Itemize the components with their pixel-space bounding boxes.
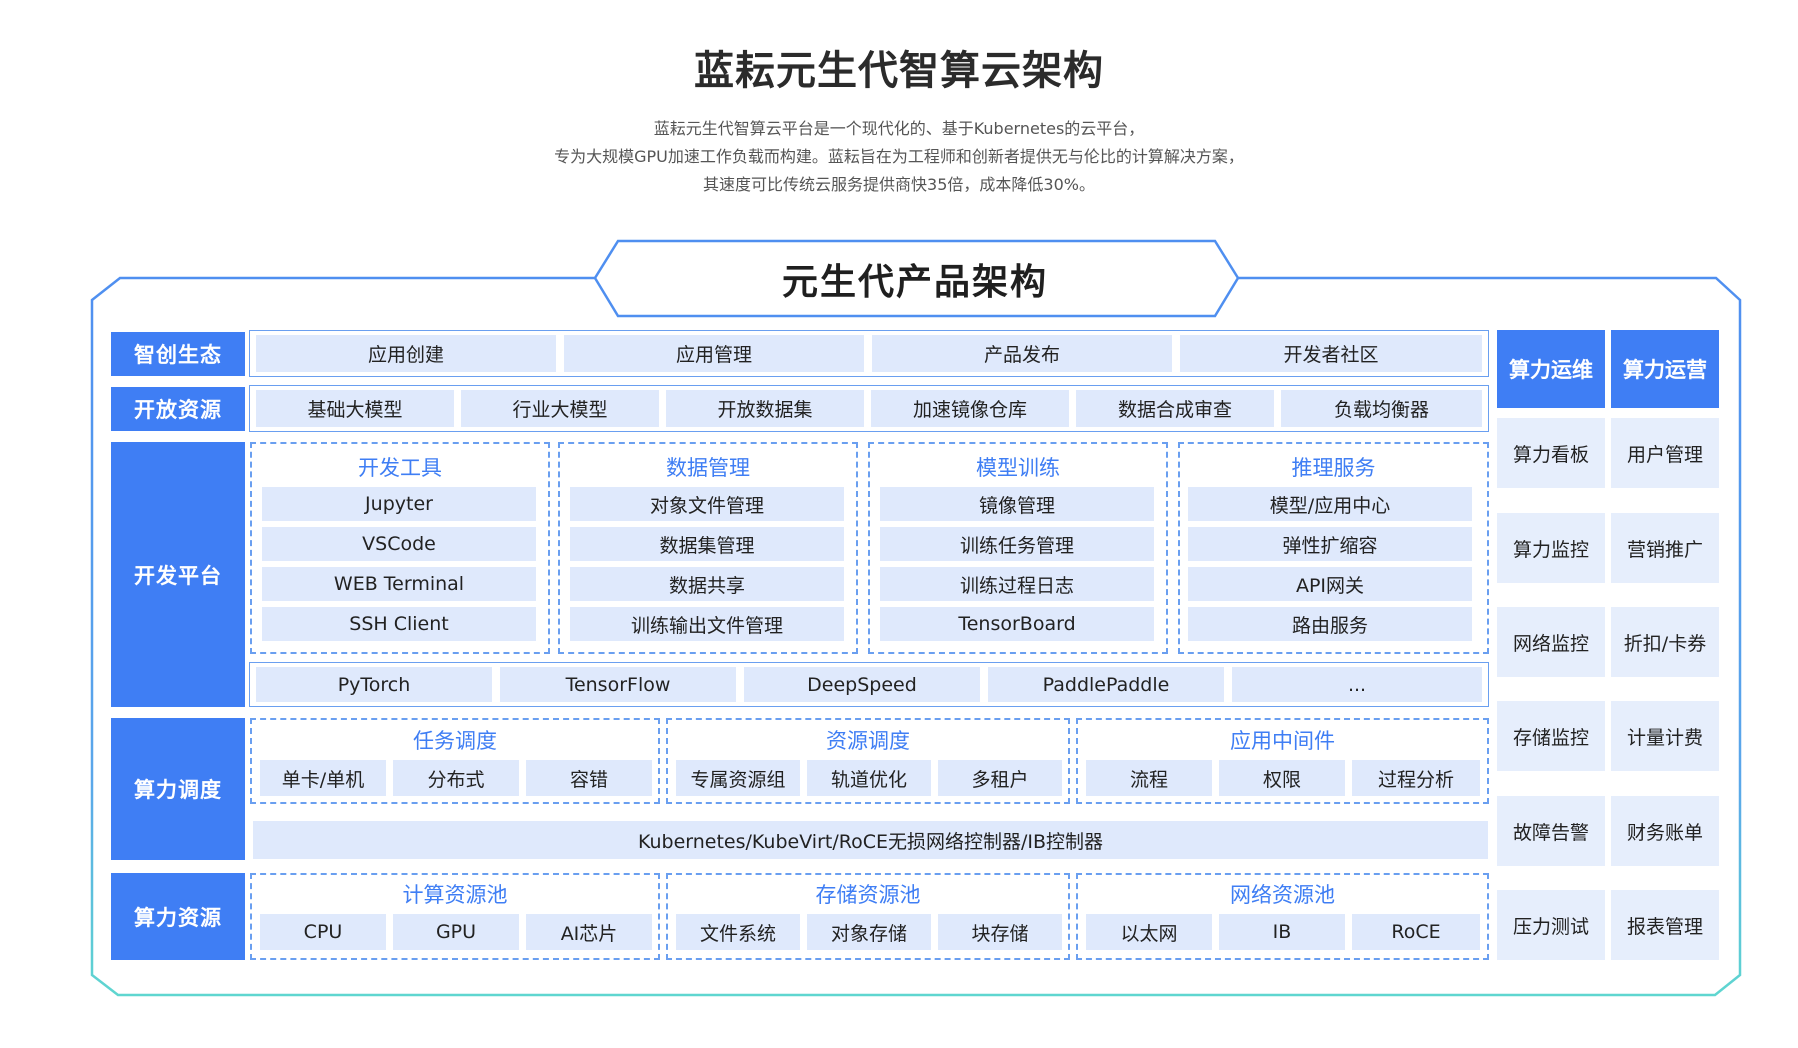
resource-sched-item: 专属资源组 — [676, 760, 800, 796]
storage-item: 对象存储 — [807, 914, 931, 950]
inference-item: API网关 — [1188, 567, 1472, 601]
training-item: 训练任务管理 — [880, 527, 1154, 561]
data-mgmt-item: 数据集管理 — [570, 527, 844, 561]
training-item: TensorBoard — [880, 607, 1154, 641]
compute-item: GPU — [393, 914, 519, 950]
sched-group-task — [250, 718, 660, 804]
training-item: 镜像管理 — [880, 487, 1154, 521]
training-item: 训练过程日志 — [880, 567, 1154, 601]
ops-item: 存储监控 — [1497, 701, 1605, 771]
middleware-item: 过程分析 — [1352, 760, 1480, 796]
task-sched-item: 单卡/单机 — [260, 760, 386, 796]
open-resource-item: 开放数据集 — [666, 390, 864, 427]
open-resources-panel — [249, 385, 1489, 432]
layer-label-resources: 算力资源 — [111, 873, 245, 960]
layer-label-open-resources: 开放资源 — [111, 387, 245, 431]
dev-tool-item: VSCode — [262, 527, 536, 561]
ops-item: 算力看板 — [1497, 418, 1605, 488]
sched-group-resource — [666, 718, 1070, 804]
resource-sched-item: 多租户 — [938, 760, 1062, 796]
dev-tool-item: Jupyter — [262, 487, 536, 521]
dev-tool-item: SSH Client — [262, 607, 536, 641]
operations-item: 计量计费 — [1611, 701, 1719, 771]
res-group-network — [1076, 873, 1489, 960]
group-title: 应用中间件 — [1230, 729, 1335, 753]
res-group-storage — [666, 873, 1070, 960]
open-resource-item: 基础大模型 — [256, 390, 454, 427]
ops-header: 算力运维 — [1497, 330, 1605, 408]
operations-item: 折扣/卡券 — [1611, 607, 1719, 677]
ops-item: 网络监控 — [1497, 607, 1605, 677]
ops-item: 故障告警 — [1497, 796, 1605, 866]
ops-item: 压力测试 — [1497, 890, 1605, 960]
compute-item: CPU — [260, 914, 386, 950]
group-title: 计算资源池 — [402, 883, 508, 907]
inference-item: 模型/应用中心 — [1188, 487, 1472, 521]
dev-group-training — [868, 442, 1168, 654]
dev-group-inference — [1178, 442, 1489, 654]
controller-bar: Kubernetes/KubeVirt/RoCE无损网络控制器/IB控制器 — [253, 821, 1488, 859]
layer-label-ecosystem: 智创生态 — [111, 332, 245, 376]
framework-item: DeepSpeed — [744, 667, 980, 702]
framework-item: TensorFlow — [500, 667, 736, 702]
open-resource-item: 负载均衡器 — [1281, 390, 1482, 427]
ecosystem-item: 应用管理 — [564, 335, 864, 372]
group-title: 网络资源池 — [1230, 883, 1335, 907]
operations-item: 报表管理 — [1611, 890, 1719, 960]
network-item: 以太网 — [1086, 914, 1212, 950]
group-title: 任务调度 — [413, 729, 497, 753]
group-title: 数据管理 — [666, 456, 750, 480]
group-title: 资源调度 — [826, 729, 910, 753]
layer-label-dev-platform: 开发平台 — [111, 442, 245, 707]
ecosystem-item: 开发者社区 — [1180, 335, 1482, 372]
middleware-item: 权限 — [1219, 760, 1345, 796]
dev-group-data — [558, 442, 858, 654]
sched-group-middleware — [1076, 718, 1489, 804]
data-mgmt-item: 训练输出文件管理 — [570, 607, 844, 641]
network-item: IB — [1219, 914, 1345, 950]
description-line-2: 专为大规模GPU加速工作负载而构建。蓝耘旨在为工程师和创新者提供无与伦比的计算解… — [554, 147, 1244, 166]
dev-tool-item: WEB Terminal — [262, 567, 536, 601]
ops-item: 算力监控 — [1497, 513, 1605, 583]
ecosystem-item: 产品发布 — [872, 335, 1172, 372]
description-line-1: 蓝耘元生代智算云平台是一个现代化的、基于Kubernetes的云平台， — [653, 119, 1145, 138]
storage-item: 文件系统 — [676, 914, 800, 950]
task-sched-item: 容错 — [526, 760, 652, 796]
storage-item: 块存储 — [938, 914, 1062, 950]
data-mgmt-item: 数据共享 — [570, 567, 844, 601]
resource-sched-item: 轨道优化 — [807, 760, 931, 796]
dev-group-tools — [250, 442, 550, 654]
framework-item: PyTorch — [256, 667, 492, 702]
ecosystem-panel — [249, 330, 1489, 377]
open-resource-item: 加速镜像仓库 — [871, 390, 1069, 427]
open-resource-item: 行业大模型 — [461, 390, 659, 427]
inference-item: 路由服务 — [1188, 607, 1472, 641]
operations-item: 财务账单 — [1611, 796, 1719, 866]
group-title: 开发工具 — [358, 456, 442, 480]
middleware-item: 流程 — [1086, 760, 1212, 796]
res-group-compute — [250, 873, 660, 960]
operations-item: 营销推广 — [1611, 513, 1719, 583]
ecosystem-item: 应用创建 — [256, 335, 556, 372]
group-title: 推理服务 — [1291, 456, 1376, 480]
operations-item: 用户管理 — [1611, 418, 1719, 488]
task-sched-item: 分布式 — [393, 760, 519, 796]
inference-item: 弹性扩缩容 — [1188, 527, 1472, 561]
description-line-3: 其速度可比传统云服务提供商快35倍，成本降低30%。 — [703, 175, 1095, 194]
group-title: 模型训练 — [976, 456, 1060, 480]
operations-header: 算力运营 — [1611, 330, 1719, 408]
network-item: RoCE — [1352, 914, 1480, 950]
open-resource-item: 数据合成审查 — [1076, 390, 1274, 427]
page-title: 蓝耘元生代智算云架构 — [694, 48, 1104, 94]
compute-item: AI芯片 — [526, 914, 652, 950]
framework-item: ... — [1232, 667, 1482, 702]
group-title: 存储资源池 — [815, 883, 921, 907]
framework-item: PaddlePaddle — [988, 667, 1224, 702]
diagram-title: 元生代产品架构 — [781, 262, 1048, 303]
layer-label-scheduling: 算力调度 — [111, 718, 245, 860]
data-mgmt-item: 对象文件管理 — [570, 487, 844, 521]
frameworks-panel — [249, 662, 1489, 707]
